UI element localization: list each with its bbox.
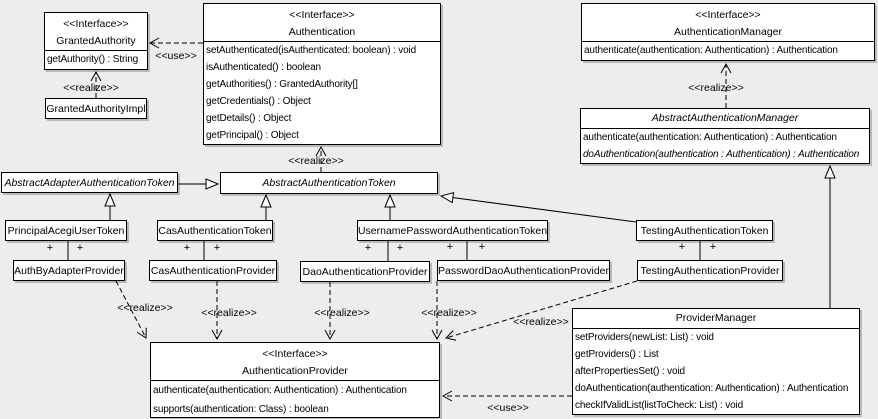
- use-stereotype-label: <<use>>: [155, 50, 197, 62]
- class-name: AbstractAuthenticationManager: [581, 109, 869, 129]
- method-compartment: setAuthenticated(isAuthenticated: boolea…: [204, 42, 440, 144]
- class-principal-acegi-user-token: PrincipalAcegiUserToken: [5, 220, 127, 241]
- class-header: <<Interface>> GrantedAuthority: [45, 13, 147, 51]
- method: afterPropertiesSet() : void: [575, 366, 685, 377]
- realize-stereotype-label: <<realize>>: [513, 316, 569, 328]
- association-plus-label: +: [46, 242, 54, 254]
- method: authenticate(authentication: Authenticat…: [153, 385, 407, 396]
- class-name: UsernamePasswordAuthenticationToken: [357, 224, 548, 237]
- class-name: AbstractAdapterAuthenticationToken: [4, 176, 175, 189]
- class-authentication: <<Interface>> Authentication setAuthenti…: [203, 3, 441, 145]
- method-compartment: getAuthority() : String: [45, 51, 147, 68]
- class-username-password-authentication-token: UsernamePasswordAuthenticationToken: [357, 220, 548, 241]
- method: getAuthorities() : GrantedAuthority[]: [206, 79, 358, 90]
- stereotype-label: <<Interface>>: [289, 9, 355, 21]
- class-header: <<Interface>> Authentication: [204, 4, 440, 42]
- association-plus-label: +: [213, 242, 221, 254]
- stereotype-label: <<Interface>>: [262, 348, 328, 360]
- association-plus-label: +: [183, 242, 191, 254]
- association-plus-label: +: [396, 242, 404, 254]
- class-authentication-provider: <<Interface>> AuthenticationProvider aut…: [150, 342, 440, 418]
- class-header: <<Interface>> AuthenticationProvider: [151, 343, 439, 381]
- realize-stereotype-label: <<realize>>: [314, 307, 370, 319]
- method: isAuthenticated() : boolean: [206, 62, 321, 73]
- class-abstract-authentication-token: AbstractAuthenticationToken: [220, 172, 438, 194]
- method: supports(authentication: Class) : boolea…: [153, 404, 329, 415]
- class-cas-authentication-token: CasAuthenticationToken: [157, 220, 273, 241]
- class-name: CasAuthenticationToken: [158, 224, 272, 237]
- class-granted-authority: <<Interface>> GrantedAuthority getAuthor…: [44, 12, 148, 70]
- class-abstract-adapter-authentication-token: AbstractAdapterAuthenticationToken: [1, 172, 178, 193]
- class-granted-authority-impl: GrantedAuthorityImpl: [45, 98, 147, 119]
- class-provider-manager: ProviderManager setProviders(newList: Li…: [572, 308, 860, 415]
- class-name: AuthenticationProvider: [242, 365, 348, 377]
- association-plus-label: +: [709, 241, 717, 253]
- method: getDetails() : Object: [206, 113, 292, 124]
- method: authenticate(authentication: Authenticat…: [583, 132, 837, 143]
- class-auth-by-adapter-provider: AuthByAdapterProvider: [13, 260, 125, 281]
- generalization-testing-token-to-abstract-token: [441, 196, 637, 223]
- method: checkIfValidList(listToCheck: List) : vo…: [575, 400, 744, 411]
- class-header: <<Interface>> AuthenticationManager: [582, 4, 874, 42]
- method: getProviders() : List: [575, 349, 659, 360]
- class-authentication-manager: <<Interface>> AuthenticationManager auth…: [581, 3, 875, 61]
- class-name: GrantedAuthority: [56, 35, 136, 47]
- realize-stereotype-label: <<realize>>: [688, 82, 744, 94]
- method-compartment: authenticate(authentication: Authenticat…: [582, 42, 874, 59]
- class-name: Authentication: [288, 26, 356, 38]
- class-name: AuthByAdapterProvider: [14, 264, 124, 277]
- class-name: TestingAuthenticationToken: [640, 224, 769, 237]
- class-name: TestingAuthenticationProvider: [640, 264, 780, 277]
- class-name: DaoAuthenticationProvider: [302, 265, 428, 278]
- method: doAuthentication(authentication: Authent…: [575, 383, 849, 394]
- class-testing-authentication-token: TestingAuthenticationToken: [636, 220, 773, 241]
- class-name: ProviderManager: [573, 309, 859, 329]
- realize-stereotype-label: <<realize>>: [117, 302, 173, 314]
- realize-stereotype-label: <<realize>>: [63, 82, 119, 94]
- class-name: PasswordDaoAuthenticationProvider: [438, 264, 610, 277]
- method-compartment: authenticate(authentication: Authenticat…: [151, 381, 439, 417]
- realize-stereotype-label: <<realize>>: [288, 155, 344, 167]
- class-abstract-authentication-manager: AbstractAuthenticationManager authentica…: [580, 108, 870, 164]
- realize-stereotype-label: <<realize>>: [201, 307, 257, 319]
- association-plus-label: +: [76, 242, 84, 254]
- method-compartment: setProviders(newList: List) : void getPr…: [573, 329, 859, 414]
- method: getCredentials() : Object: [206, 96, 311, 107]
- association-plus-label: +: [364, 242, 372, 254]
- method: getAuthority() : String: [47, 54, 139, 65]
- class-password-dao-authentication-provider: PasswordDaoAuthenticationProvider: [437, 260, 610, 281]
- association-plus-label: +: [678, 241, 686, 253]
- realize-stereotype-label: <<realize>>: [421, 307, 477, 319]
- association-plus-label: +: [446, 241, 454, 253]
- method: doAuthentication(authentication : Authen…: [583, 149, 860, 160]
- class-name: CasAuthenticationProvider: [150, 264, 276, 277]
- class-cas-authentication-provider: CasAuthenticationProvider: [149, 260, 277, 281]
- class-testing-authentication-provider: TestingAuthenticationProvider: [637, 260, 783, 281]
- method-compartment: authenticate(authentication: Authenticat…: [581, 129, 869, 163]
- stereotype-label: <<Interface>>: [695, 9, 761, 21]
- class-dao-authentication-provider: DaoAuthenticationProvider: [300, 261, 430, 282]
- stereotype-label: <<Interface>>: [63, 18, 129, 30]
- class-name: AuthenticationManager: [674, 26, 782, 38]
- class-name: AbstractAuthenticationToken: [262, 177, 396, 189]
- method: getPrincipal() : Object: [206, 130, 299, 141]
- method: setAuthenticated(isAuthenticated: boolea…: [206, 45, 417, 56]
- method: authenticate(authentication: Authenticat…: [584, 45, 838, 56]
- use-stereotype-label: <<use>>: [487, 402, 529, 414]
- method: setProviders(newList: List) : void: [575, 332, 714, 343]
- class-name: GrantedAuthorityImpl: [46, 102, 146, 115]
- class-name: PrincipalAcegiUserToken: [7, 224, 125, 237]
- association-plus-label: +: [478, 241, 486, 253]
